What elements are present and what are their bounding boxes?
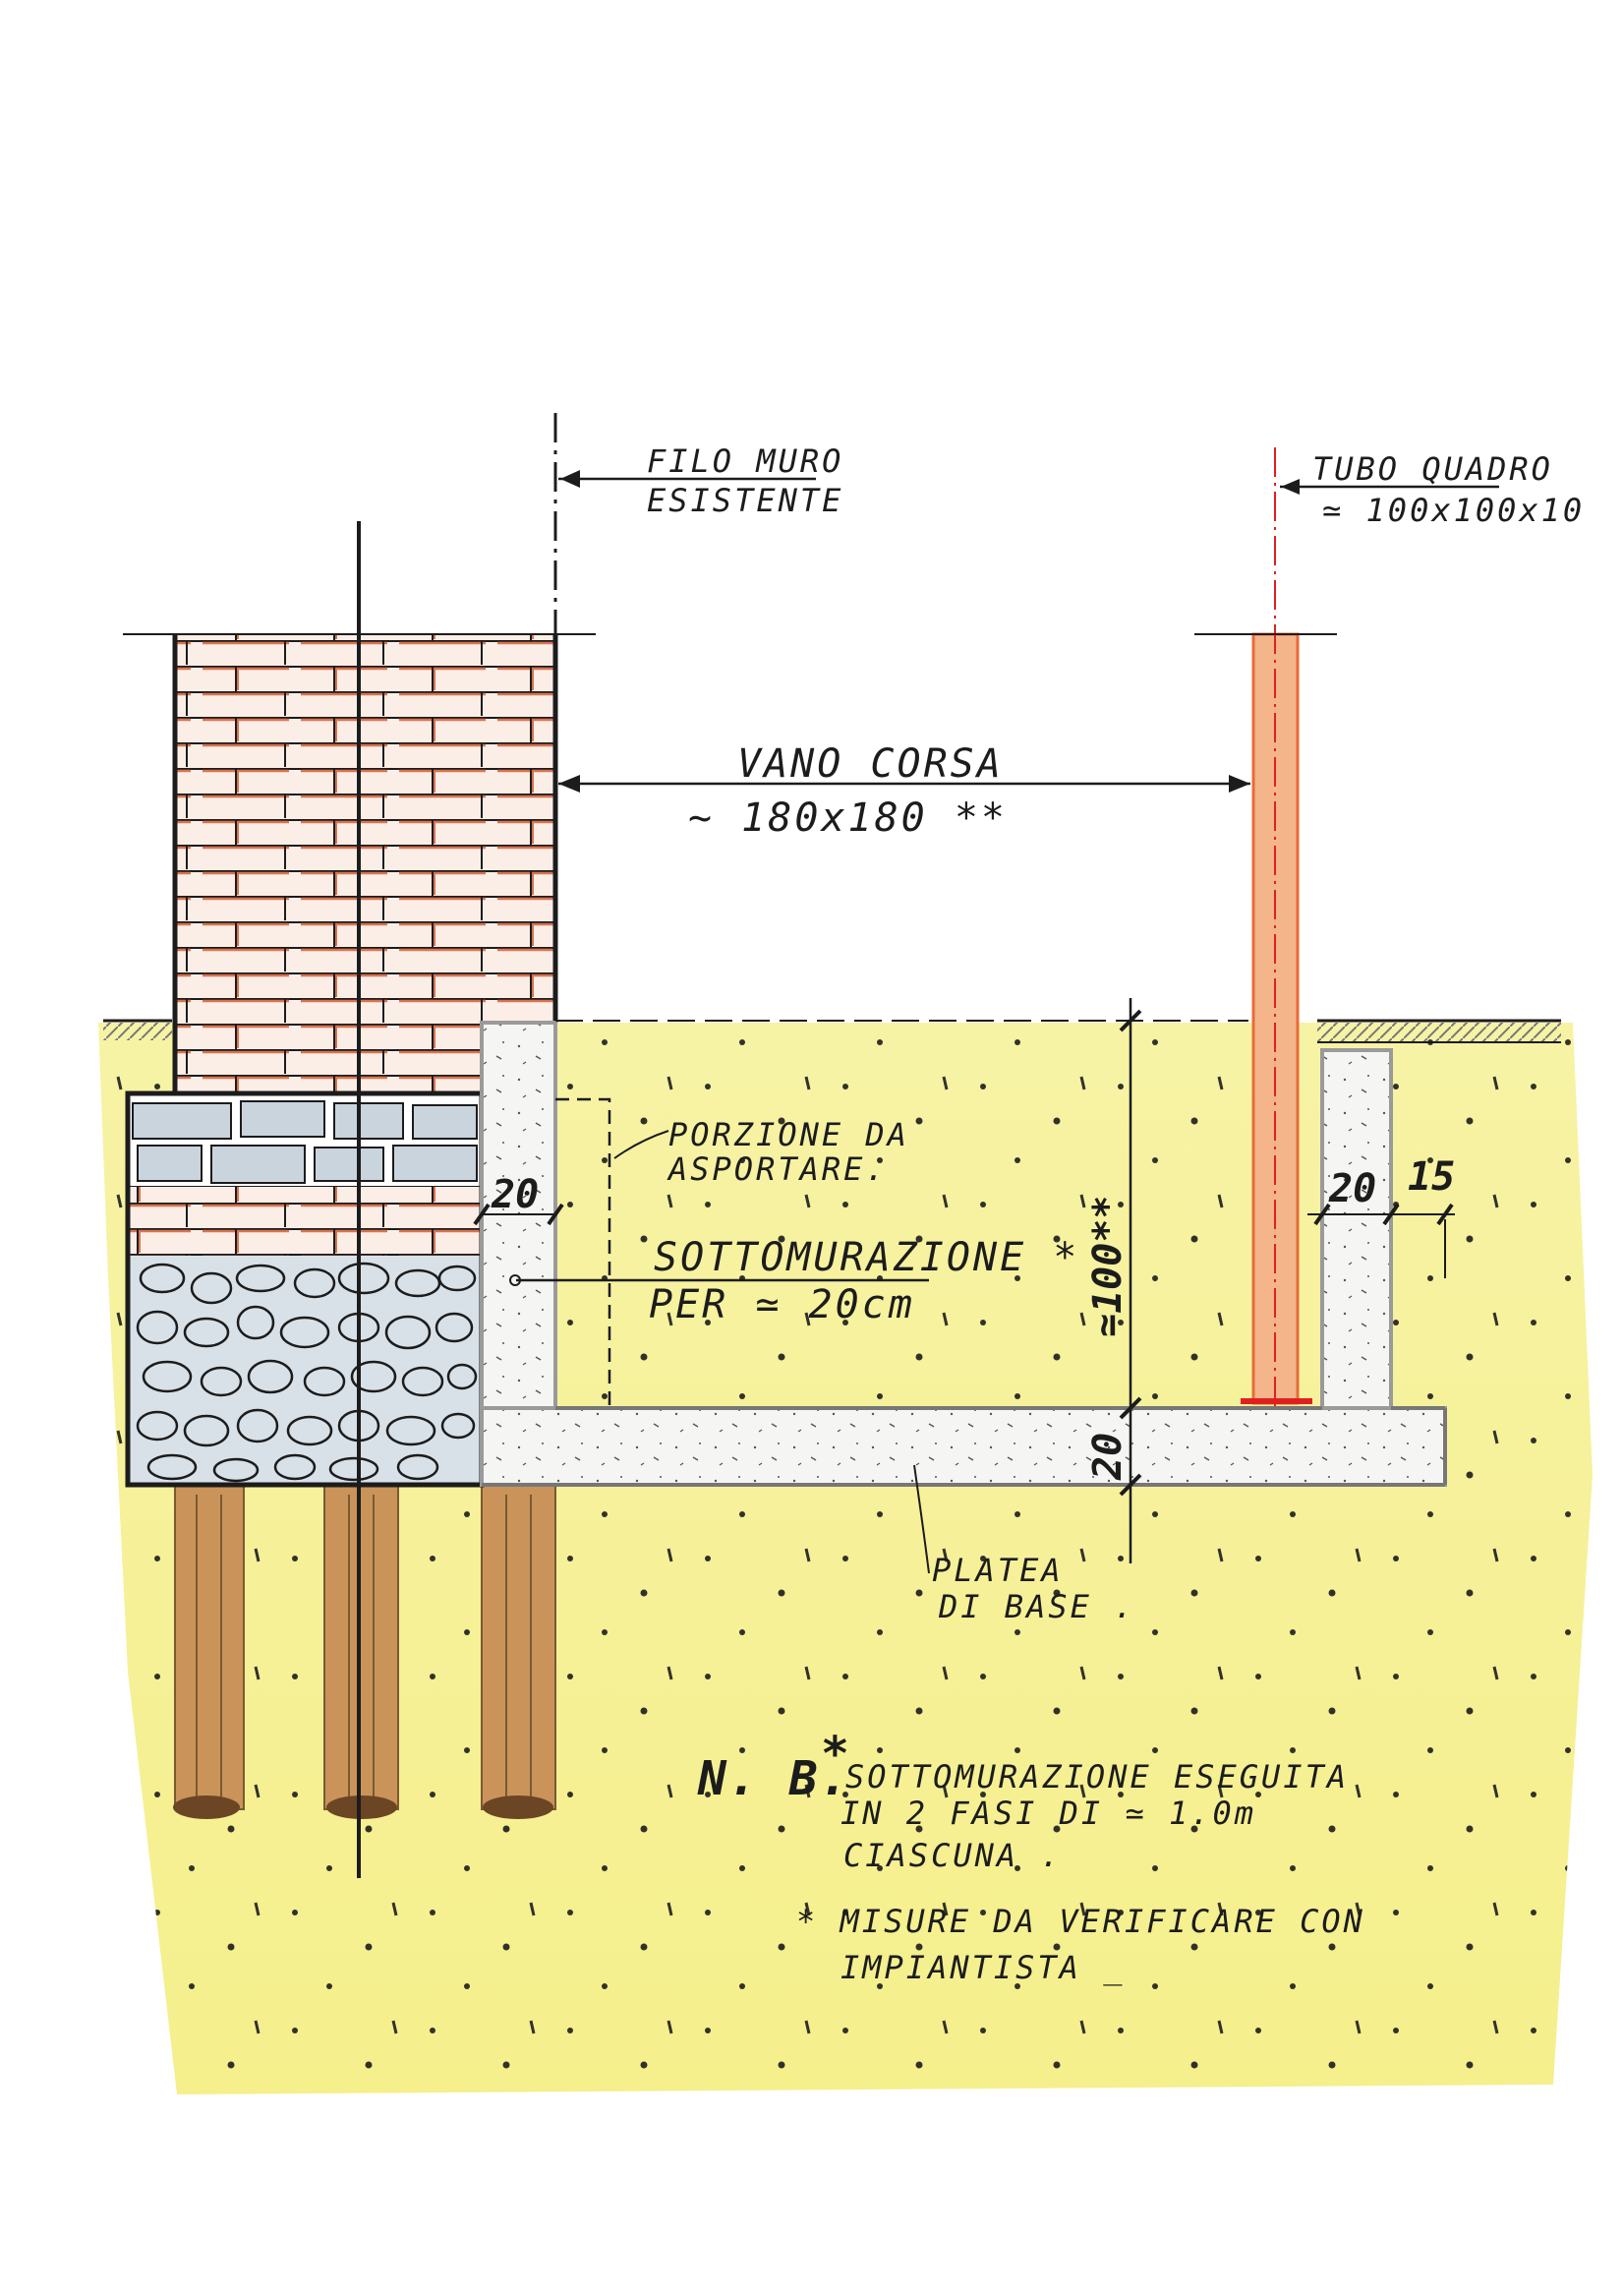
stone-course <box>127 1092 483 1188</box>
nb-title: N. B. <box>697 1751 850 1806</box>
pile-2 <box>323 1484 399 1810</box>
sottomurazione-leader <box>509 1274 929 1286</box>
portion-to-remove <box>555 1097 611 1408</box>
pile-3 <box>481 1484 556 1810</box>
ground-surface <box>103 1019 1561 1043</box>
sottomurazione-label: SOTTOMURAZIONE * <box>654 1235 1079 1280</box>
porzione-label-line1: PORZIONE DA <box>668 1116 909 1153</box>
platea-leader <box>913 1464 930 1574</box>
filo-muro-label-line1: FILO MURO <box>647 442 843 480</box>
vano-corsa-dimension <box>558 775 1250 793</box>
brick-wall <box>172 634 558 1093</box>
nb-line-2: IN 2 FASI DI ≃ 1.0m <box>840 1795 1256 1832</box>
dim-pit-depth-text: ≃100** <box>1085 1196 1130 1338</box>
tubo-quadro-label-line1: TUBO QUADRO <box>1312 450 1553 488</box>
nb-misure-line-2: IMPIANTISTA _ <box>840 1949 1125 1986</box>
dim-right-wall-15: 15 <box>1408 1154 1455 1200</box>
tubo-quadro-label-line2: ≃ 100x100x10 <box>1322 492 1585 529</box>
vano-corsa-size: ~ 180x180 ** <box>688 795 1008 841</box>
concrete-pit <box>480 1021 1447 1487</box>
pile-1 <box>174 1484 245 1810</box>
nb-line-1: SOTTOMURAZIONE ESEGUITA <box>845 1758 1349 1796</box>
filo-muro-label-line2: ESISTENTE <box>647 482 843 519</box>
sottomurazione-depth: PER ≃ 20cm <box>649 1282 915 1327</box>
filo-muro-pointer <box>558 470 816 488</box>
dim-slab-text: 20 <box>1085 1433 1130 1481</box>
tubo-quadro-pointer <box>1280 479 1499 495</box>
dim-left-wall <box>473 1203 564 1226</box>
dim-right-wall-20: 20 <box>1328 1166 1376 1211</box>
lower-brick-band <box>128 1187 482 1256</box>
base-slab <box>480 1406 1447 1487</box>
dim-pit-depth <box>1119 998 1142 1563</box>
vano-corsa-label: VANO CORSA <box>737 741 1004 787</box>
porzione-leader <box>613 1130 669 1159</box>
platea-label-line2: DI BASE . <box>938 1588 1135 1625</box>
dim-right-wall <box>1307 1203 1455 1278</box>
platea-label-line1: PLATEA <box>932 1552 1064 1589</box>
porzione-label-line2: ASPORTARE. <box>667 1150 888 1188</box>
nb-line-3: CIASCUNA . <box>843 1837 1063 1874</box>
nb-star: * <box>821 1727 851 1782</box>
right-wall <box>1320 1048 1393 1410</box>
wooden-piles <box>173 1484 556 1819</box>
nb-misure-line-1: * MISURE DA VERIFICARE CON <box>796 1903 1365 1940</box>
dim-left-wall-text: 20 <box>491 1172 539 1217</box>
